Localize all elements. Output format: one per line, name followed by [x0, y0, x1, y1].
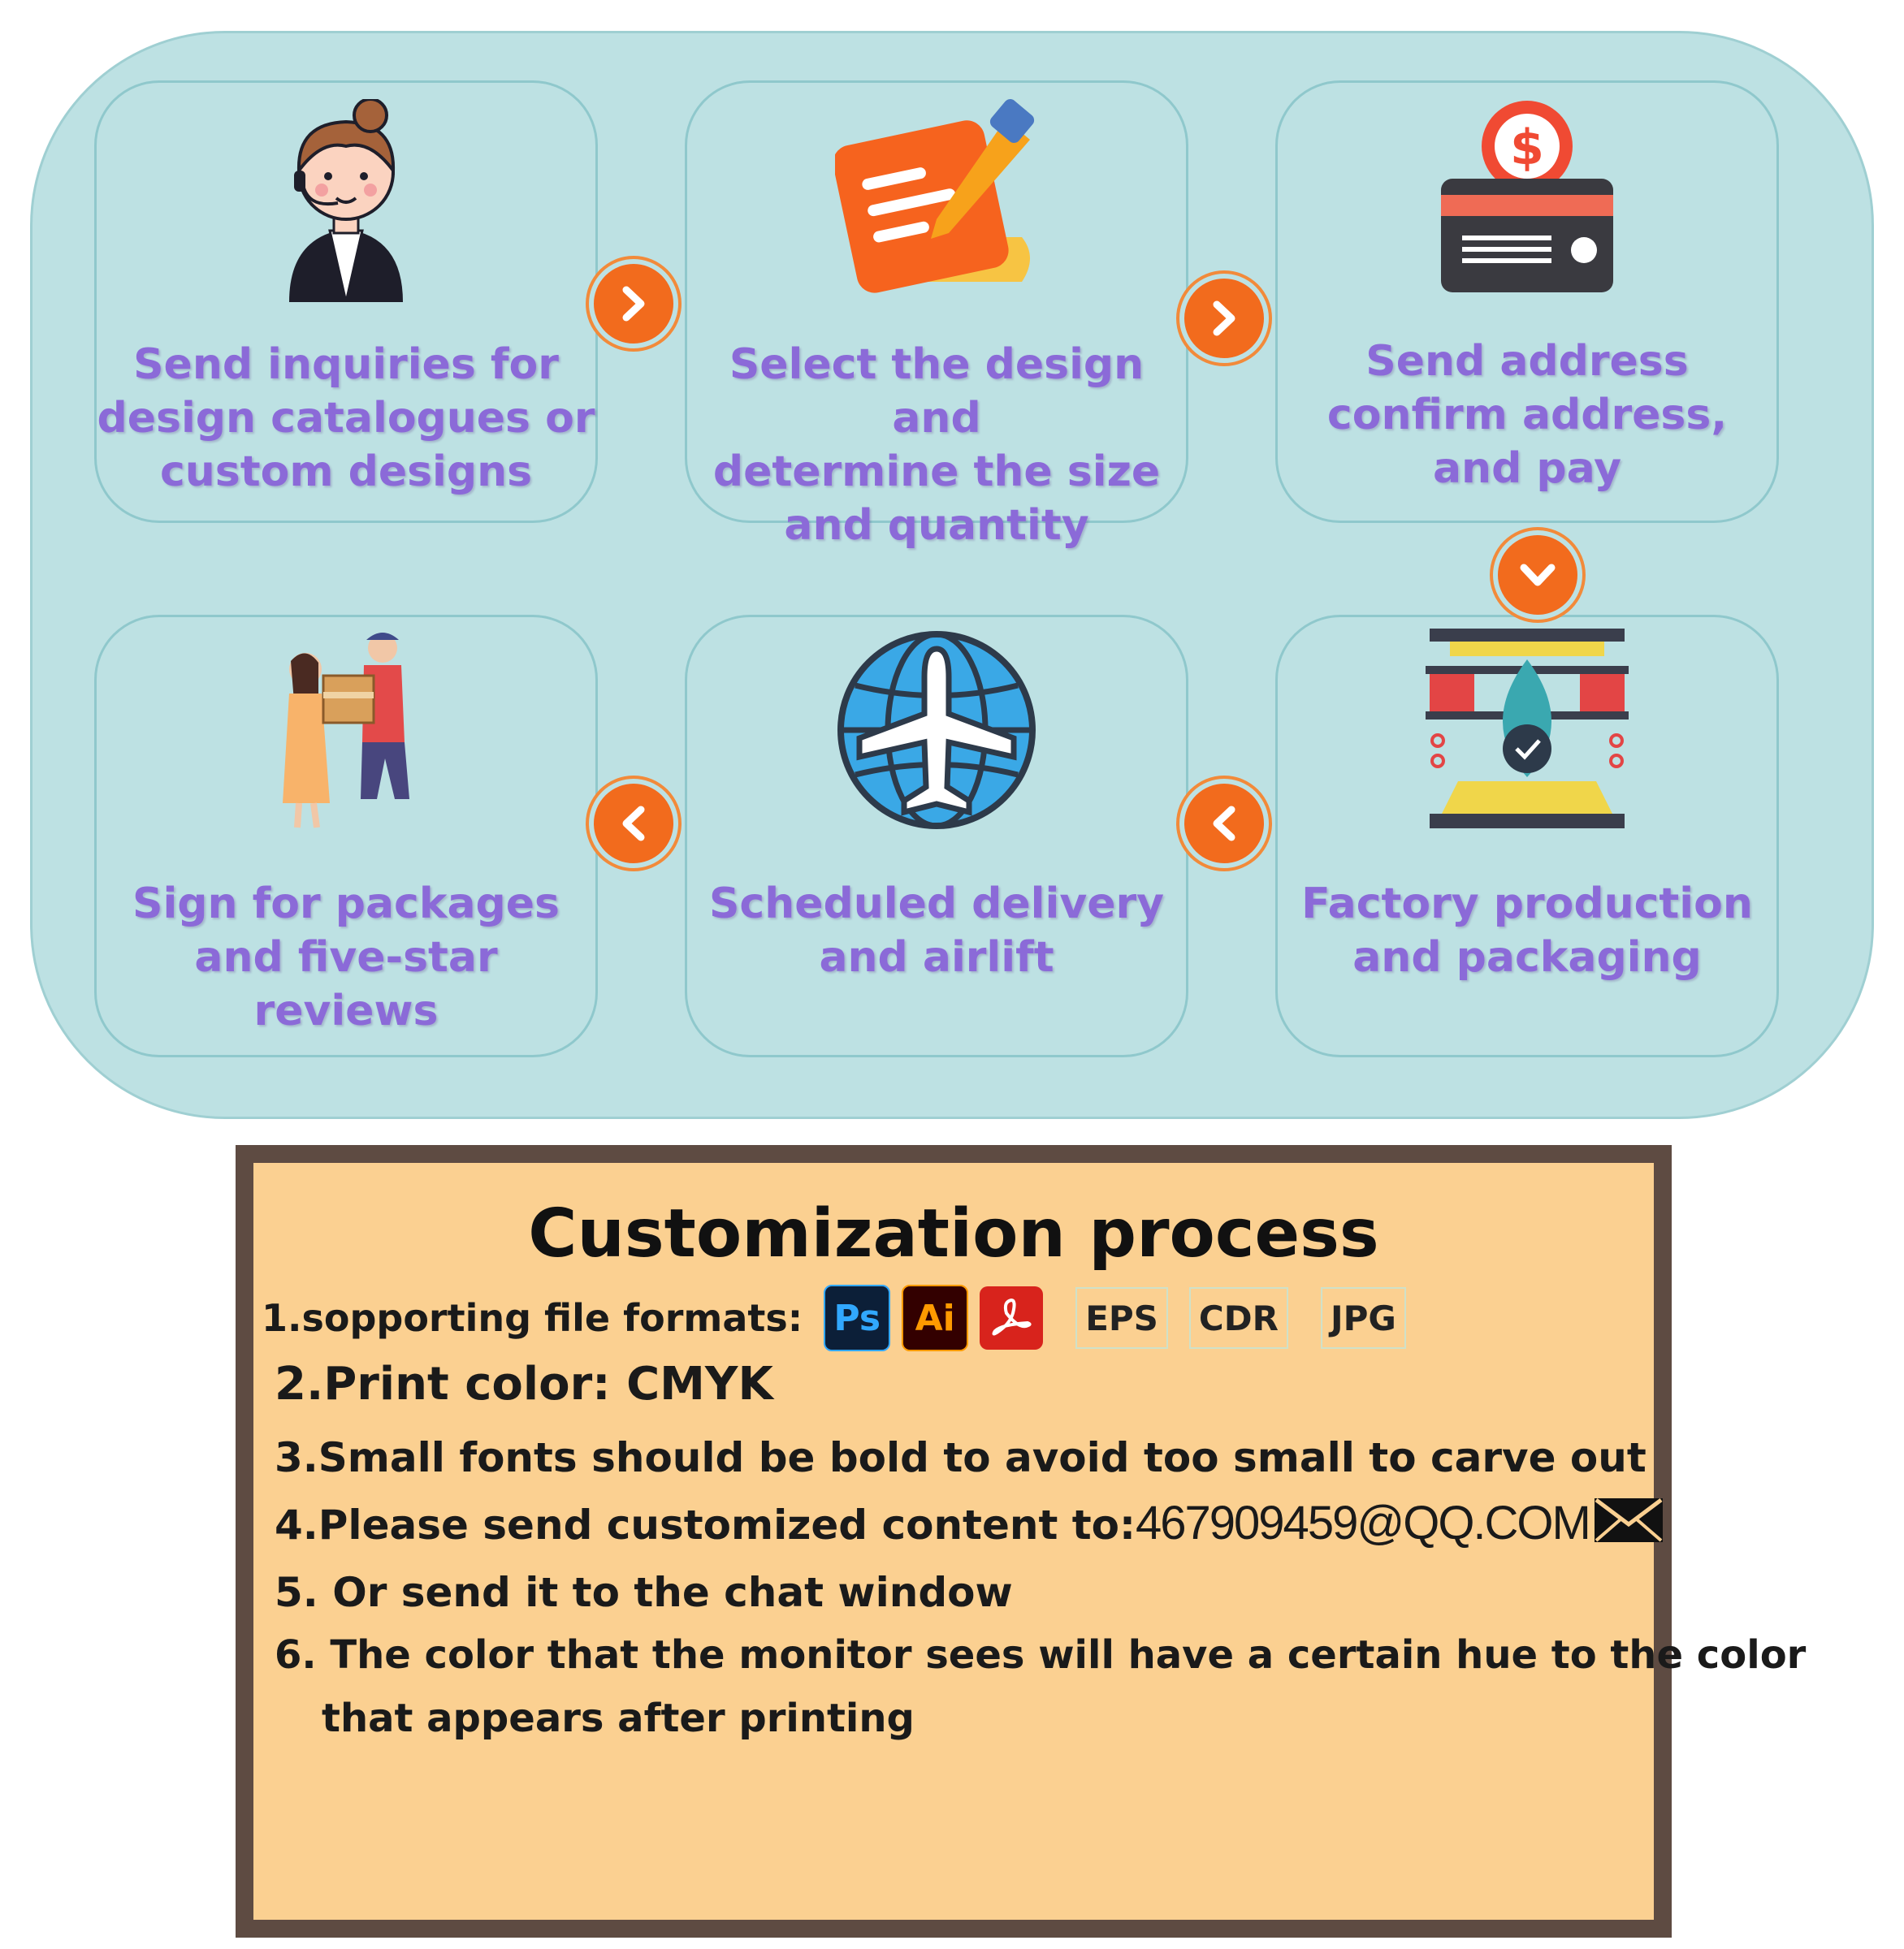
factory-machine-icon [1426, 629, 1629, 828]
payment-card-icon: $ [1441, 101, 1613, 292]
chevron-left-icon [1213, 806, 1235, 841]
jpg-format: JPG [1320, 1287, 1406, 1349]
document-edit-icon [835, 99, 1035, 293]
step-label: Sign for packages and five-star reviews [132, 879, 560, 1035]
photoshop-icon: Ps [824, 1285, 891, 1351]
color-note-line-2: that appears after printing [322, 1696, 915, 1741]
send-content-label: 4.Please send customized content to: [275, 1502, 1136, 1549]
step-label: Select the design and determine the size… [712, 340, 1161, 550]
arrow-right-1 [589, 259, 678, 348]
arrow-down [1493, 530, 1582, 620]
illustrator-icon: Ai [902, 1285, 969, 1351]
pdf-icon [980, 1286, 1044, 1350]
process-flow: Send inquiries for design catalogues or … [30, 31, 1874, 1119]
panel-title: Customization process [528, 1195, 1379, 1273]
step-card-sign-packages: Sign for packages and five-star reviews [94, 615, 598, 1057]
chevron-right-icon [1213, 300, 1235, 336]
arrow-right-2 [1179, 274, 1269, 363]
step-card-address-pay: $ Send address confirm address, and pay [1275, 80, 1779, 523]
formats-label: 1.sopporting file formats: [262, 1296, 803, 1340]
color-note-line-1: 6. The color that the monitor sees will … [275, 1632, 1807, 1678]
step-card-factory: Factory production and packaging [1275, 615, 1779, 1057]
cdr-format: CDR [1188, 1287, 1288, 1349]
step-label: Send inquiries for design catalogues or … [97, 340, 595, 496]
eps-format: EPS [1075, 1287, 1168, 1349]
chevron-down-icon [1520, 564, 1556, 586]
format-badges: Ps Ai EPS CDR JPG [816, 1285, 1406, 1351]
arrow-left-2 [589, 779, 678, 868]
step-label: Send address confirm address, and pay [1326, 337, 1728, 493]
step-label: Factory production and packaging [1301, 879, 1753, 982]
step-card-select-design: Select the design and determine the size… [685, 80, 1188, 550]
envelope-icon [1594, 1498, 1663, 1542]
email-address: 467909459@QQ.COM [1136, 1497, 1591, 1549]
customer-service-icon [289, 99, 403, 302]
arrow-left-1 [1179, 779, 1269, 868]
formats-line: 1.sopporting file formats: Ps Ai EPS CDR… [262, 1285, 1406, 1351]
print-color-line: 2.Print color: CMYK [275, 1358, 773, 1411]
small-fonts-line: 3.Small fonts should be bold to avoid to… [275, 1434, 1647, 1481]
chat-window-line: 5. Or send it to the chat window [275, 1569, 1013, 1616]
chevron-right-icon [622, 286, 645, 322]
chevron-left-icon [622, 806, 645, 841]
airplane-globe-icon [837, 631, 1036, 829]
step-card-inquiry: Send inquiries for design catalogues or … [94, 80, 598, 523]
svg-text:$: $ [1510, 119, 1544, 176]
step-card-delivery: Scheduled delivery and airlift [685, 615, 1188, 1057]
step-label: Scheduled delivery and airlift [708, 879, 1165, 982]
package-handover-icon [283, 633, 409, 828]
send-content-line: 4.Please send customized content to:4679… [275, 1496, 1664, 1550]
customization-panel: Customization process 1.sopporting file … [236, 1145, 1806, 1938]
